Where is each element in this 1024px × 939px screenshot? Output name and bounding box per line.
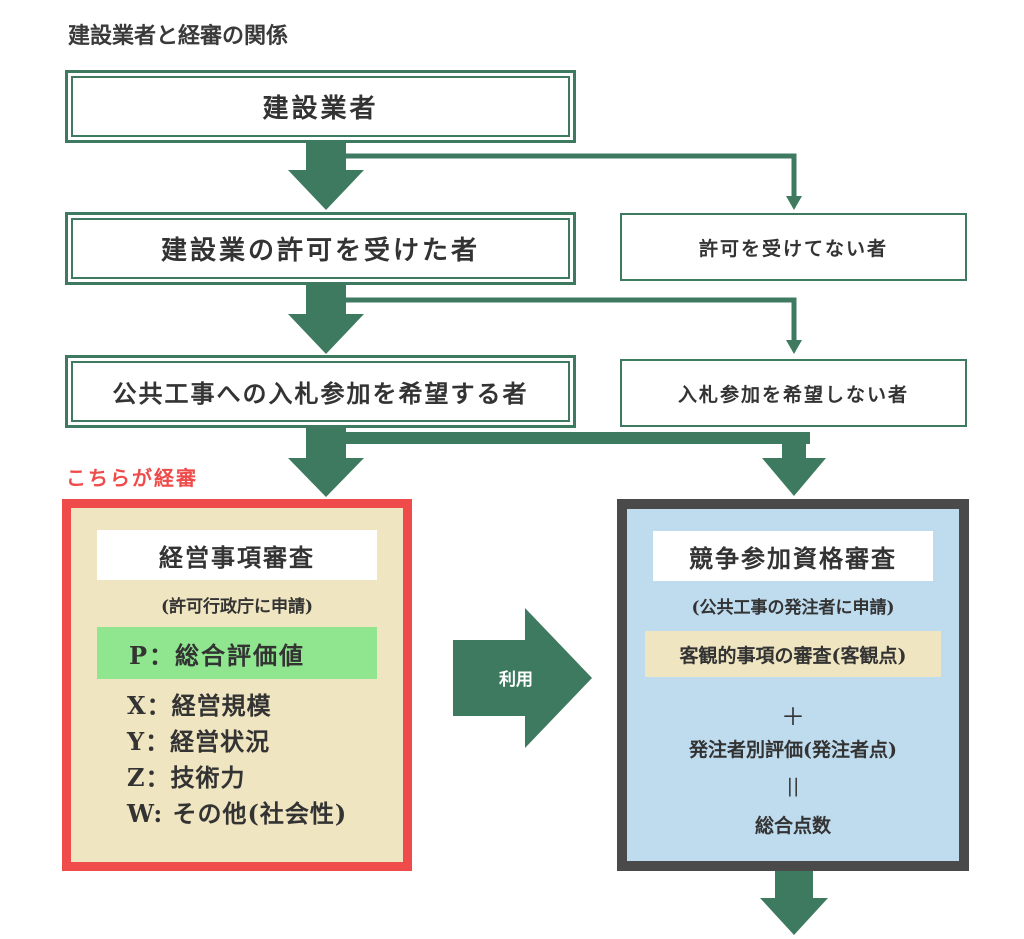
box-bid-wishing: 公共工事への入札参加を希望する者 (65, 355, 576, 428)
item-w: W: その他(社会性) (127, 799, 348, 828)
arrow-head-bottom (760, 898, 828, 935)
keishin-label: こちらが経審 (66, 466, 198, 490)
box-licensed: 建設業の許可を受けた者 (65, 212, 576, 285)
branch-line-1 (330, 153, 797, 198)
branch-tip-1 (786, 196, 802, 210)
keishin-items: X：経営規模 Y：経営状況 Z：技術力 W: その他(社会性) (127, 688, 347, 832)
item-z: Z：技術力 (127, 763, 246, 792)
use-arrow (453, 608, 592, 748)
equals-sign: || (786, 775, 800, 797)
p-total-value: P：総合評価値 (97, 627, 377, 679)
branch-shaft-3 (782, 432, 806, 458)
orderer-evaluation: 発注者別評価(発注者点) (689, 739, 897, 761)
arrow-head-3 (288, 458, 364, 497)
arrow-head-1 (288, 170, 364, 210)
keishin-panel: 経営事項審査 (許可行政庁に申請) P：総合評価値 X：経営規模 Y：経営状況 … (62, 499, 412, 871)
item-y: Y：経営状況 (127, 727, 271, 756)
total-score: 総合点数 (754, 815, 831, 837)
branch-line-2 (330, 297, 797, 342)
box-contractor: 建設業者 (65, 70, 576, 143)
use-label: 利用 (499, 670, 533, 690)
arrow-head-2 (288, 314, 364, 354)
arrow-shaft-bottom (775, 870, 813, 898)
qualification-sub: (公共工事の発注者に申請) (691, 598, 895, 618)
box-bid-not-wishing: 入札参加を希望しない者 (620, 359, 967, 427)
item-x: X：経営規模 (127, 691, 272, 720)
page-title: 建設業者と経審の関係 (68, 24, 289, 49)
branch-tip-2 (786, 340, 802, 354)
keishin-sub: (許可行政庁に申請) (160, 597, 314, 617)
plus-sign: ＋ (781, 703, 805, 731)
objective-review: 客観的事項の審査(客観点) (645, 631, 941, 677)
branch-bar-3 (330, 432, 810, 444)
branch-head-3 (762, 458, 826, 496)
qualification-heading: 競争参加資格審査 (653, 531, 933, 581)
box-unlicensed: 許可を受けてない者 (620, 213, 967, 281)
qualification-panel: 競争参加資格審査 (公共工事の発注者に申請) 客観的事項の審査(客観点) ＋ 発… (617, 499, 969, 871)
keishin-heading: 経営事項審査 (97, 530, 377, 580)
